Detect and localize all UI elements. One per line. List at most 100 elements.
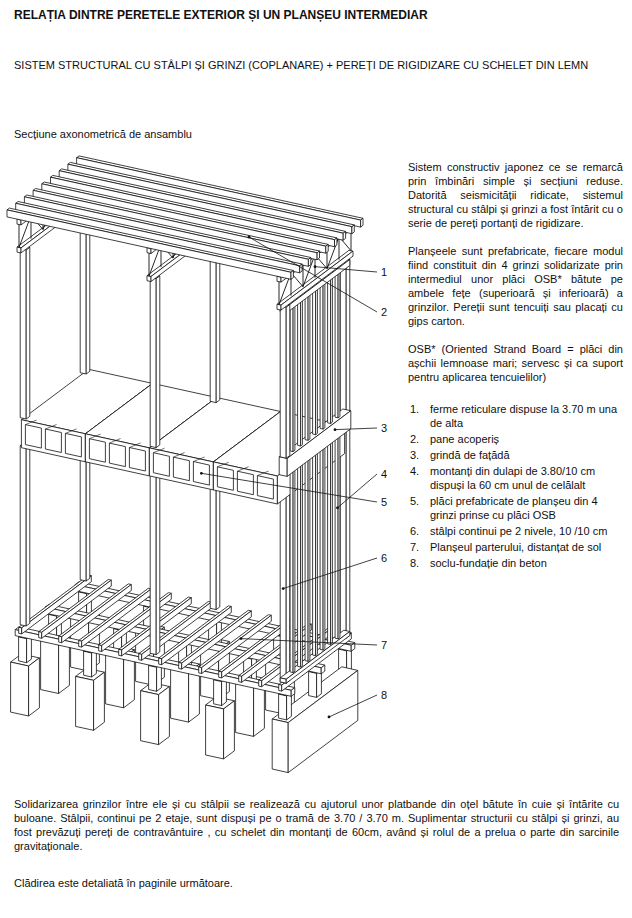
floor-slab	[21, 369, 344, 504]
member-face	[293, 305, 295, 451]
member-face	[309, 672, 317, 698]
page-title: RELAȚIA DINTRE PERETELE EXTERIOR ȘI UN P…	[14, 8, 428, 23]
member-face	[156, 473, 160, 655]
upper-frame-member	[305, 456, 310, 661]
slab-cell-edge	[109, 439, 120, 444]
member-face	[308, 294, 310, 440]
upper-frame-member	[150, 275, 160, 448]
member-face	[76, 676, 94, 730]
member-face	[335, 238, 337, 247]
leader-line	[241, 639, 377, 645]
upper-frame-member	[298, 462, 303, 667]
slab-cell	[65, 433, 81, 457]
foundation-member	[11, 654, 40, 716]
slab-cell-edge	[89, 434, 100, 439]
slab-cell-edge	[193, 457, 204, 462]
leader-dot	[240, 637, 243, 640]
member-face	[300, 264, 302, 273]
member-face	[21, 420, 85, 462]
callout-number: 7	[381, 638, 387, 652]
leader-dot	[328, 716, 331, 719]
member-face	[20, 446, 26, 626]
member-face	[291, 688, 295, 697]
roof-purlin-member	[16, 202, 302, 273]
member-face	[293, 468, 295, 672]
leader-line	[201, 473, 377, 502]
member-face	[59, 636, 62, 643]
leader-line	[338, 474, 378, 508]
member-face	[340, 261, 346, 413]
list-item-text: soclu-fundație din beton	[430, 556, 623, 570]
list-number: 3.	[410, 448, 428, 462]
member-face	[150, 277, 156, 447]
member-face	[26, 247, 30, 419]
slab-cell-edge	[129, 443, 140, 448]
member-face	[99, 645, 102, 652]
leader-dot	[334, 428, 337, 431]
leader-line	[315, 267, 377, 272]
leader-dot	[200, 472, 203, 475]
member-face	[17, 247, 21, 253]
member-face	[84, 651, 92, 677]
slab-cell	[45, 429, 61, 453]
member-face	[85, 434, 149, 476]
list-number: 8.	[410, 556, 428, 570]
upper-frame-member	[290, 468, 295, 673]
leader-dot	[314, 265, 317, 268]
callout-number: 5	[381, 495, 387, 509]
slab-cell	[109, 443, 125, 467]
description-paragraph: Sistem constructiv japonez ce se remarcă…	[408, 160, 623, 230]
member-face	[323, 446, 325, 650]
member-face	[206, 705, 224, 759]
truss-web-member	[339, 237, 340, 260]
list-number: 5.	[410, 494, 428, 508]
member-face	[298, 463, 301, 667]
upper-frame-member	[340, 258, 350, 413]
foundation-member	[272, 667, 358, 773]
member-face	[139, 654, 142, 661]
member-face	[288, 670, 358, 772]
member-face	[7, 210, 291, 279]
slab-cell-edge	[45, 425, 56, 430]
member-face	[340, 430, 346, 638]
member-face	[159, 658, 162, 665]
slab-cell	[153, 453, 169, 477]
upper-frame-member	[313, 288, 318, 435]
member-face	[141, 691, 159, 745]
member-face	[214, 680, 222, 706]
member-face	[29, 658, 40, 716]
slab-cell-edge	[257, 471, 268, 476]
truss-web-member	[279, 282, 280, 305]
member-face	[308, 457, 310, 661]
slab-cell	[193, 462, 209, 486]
member-face	[19, 637, 27, 663]
list-number: 2.	[410, 432, 428, 446]
list-number: 6.	[410, 524, 428, 538]
leader-line	[335, 428, 377, 430]
member-face	[291, 271, 293, 280]
list-item-text: montanți din dulapi de 3.80/10 cm dispuș…	[430, 464, 623, 492]
list-item-text: grindă de fațădă	[430, 448, 623, 462]
truss-web-member	[19, 225, 20, 248]
member-face	[301, 300, 303, 446]
member-face	[279, 457, 287, 477]
list-number: 7.	[410, 540, 428, 554]
list-number: 1.	[410, 402, 428, 416]
upper-frame-member	[320, 445, 325, 650]
callout-number: 6	[381, 551, 387, 565]
subtitle: SISTEM STRUCTURAL CU STÂLPI ȘI GRINZI (C…	[14, 58, 619, 72]
member-face	[236, 683, 254, 737]
callout-number: 1	[381, 265, 387, 279]
member-face	[280, 475, 286, 683]
member-face	[147, 276, 151, 282]
member-face	[313, 452, 316, 656]
member-face	[298, 300, 301, 446]
list-item-text: pane acoperiș	[430, 432, 623, 446]
upper-frame	[20, 201, 351, 683]
foundation-member	[206, 697, 235, 759]
slab-cell	[173, 457, 189, 481]
member-face	[338, 272, 340, 418]
leader-dots	[200, 236, 339, 719]
member-face	[361, 218, 363, 227]
